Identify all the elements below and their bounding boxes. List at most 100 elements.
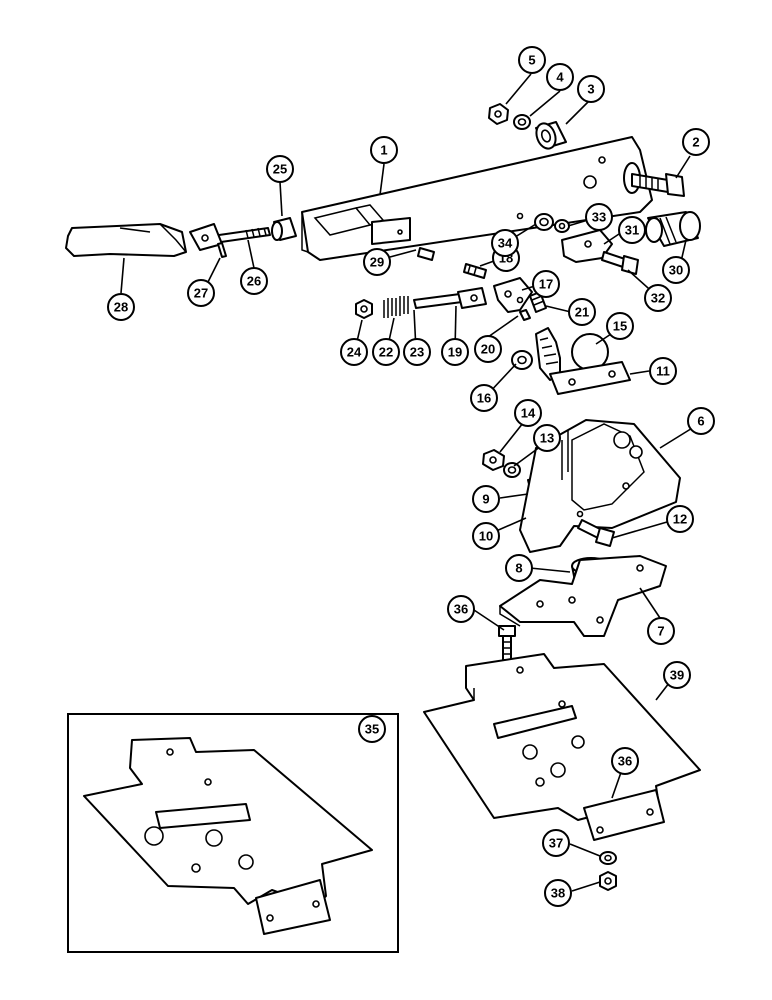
callout-33: 33 — [585, 203, 613, 231]
callout-36-upper: 36 — [447, 595, 475, 623]
callout-35: 35 — [358, 715, 386, 743]
callout-39: 39 — [663, 661, 691, 689]
bracket-6 — [519, 419, 681, 553]
bolt-2 — [631, 173, 685, 197]
callout-25: 25 — [266, 155, 294, 183]
svg-text:25: 25 — [273, 162, 287, 177]
svg-text:33: 33 — [592, 210, 606, 225]
inset-frame-35 — [67, 713, 399, 953]
washer-4 — [513, 114, 531, 130]
pin-29 — [417, 247, 435, 261]
washer-13 — [503, 462, 521, 478]
pivot-pin-30 — [645, 211, 701, 247]
svg-text:37: 37 — [549, 836, 563, 851]
svg-text:9: 9 — [482, 492, 489, 507]
bolt-32 — [601, 251, 639, 275]
callout-27: 27 — [187, 279, 215, 307]
handle-grip-28 — [65, 223, 187, 257]
svg-text:13: 13 — [540, 431, 554, 446]
callout-12: 12 — [666, 505, 694, 533]
svg-text:29: 29 — [370, 255, 384, 270]
callout-8: 8 — [505, 554, 533, 582]
svg-text:22: 22 — [379, 345, 393, 360]
callout-29: 29 — [363, 248, 391, 276]
callout-38: 38 — [544, 879, 572, 907]
callout-31: 31 — [618, 216, 646, 244]
svg-text:21: 21 — [575, 305, 589, 320]
washer-34 — [534, 213, 554, 231]
ratchet-sector-15 — [535, 327, 631, 395]
callout-17: 17 — [532, 270, 560, 298]
callout-24: 24 — [340, 338, 368, 366]
threaded-rod-23 — [413, 293, 463, 309]
callout-3: 3 — [577, 75, 605, 103]
spring-22 — [383, 296, 409, 318]
washer-16 — [511, 350, 533, 370]
callout-2: 2 — [682, 128, 710, 156]
callout-22: 22 — [372, 338, 400, 366]
svg-text:36: 36 — [454, 602, 468, 617]
svg-text:23: 23 — [410, 345, 424, 360]
callout-13: 13 — [533, 424, 561, 452]
svg-text:32: 32 — [651, 291, 665, 306]
svg-text:11: 11 — [656, 364, 670, 379]
svg-text:24: 24 — [347, 345, 362, 360]
callout-26: 26 — [240, 267, 268, 295]
svg-text:1: 1 — [380, 143, 387, 158]
svg-text:39: 39 — [670, 668, 684, 683]
svg-text:4: 4 — [556, 70, 564, 85]
callout-11: 11 — [649, 357, 677, 385]
bolt-36-upper — [498, 625, 516, 661]
svg-text:36: 36 — [618, 754, 632, 769]
svg-text:20: 20 — [481, 342, 495, 357]
svg-text:15: 15 — [613, 319, 627, 334]
svg-text:7: 7 — [657, 624, 664, 639]
clevis-19 — [457, 287, 487, 309]
callout-7: 7 — [647, 617, 675, 645]
pin-18 — [463, 263, 487, 279]
callout-15: 15 — [606, 312, 634, 340]
svg-text:28: 28 — [114, 300, 128, 315]
bushing-3 — [535, 121, 567, 150]
callout-19: 19 — [441, 338, 469, 366]
link-17 — [493, 277, 533, 313]
svg-text:12: 12 — [673, 512, 687, 527]
pin-27 — [217, 242, 227, 258]
nut-38 — [599, 871, 617, 891]
svg-text:26: 26 — [247, 274, 261, 289]
svg-text:14: 14 — [521, 406, 536, 421]
svg-text:34: 34 — [498, 236, 513, 251]
nut-33 — [554, 219, 570, 233]
svg-text:8: 8 — [515, 561, 522, 576]
nut-14 — [482, 449, 505, 471]
callout-21: 21 — [568, 298, 596, 326]
bolt-12 — [577, 519, 615, 547]
callout-34: 34 — [491, 229, 519, 257]
callout-6: 6 — [687, 407, 715, 435]
callout-32: 32 — [644, 284, 672, 312]
svg-text:31: 31 — [625, 223, 639, 238]
rod-26 — [189, 223, 271, 251]
svg-text:2: 2 — [692, 135, 699, 150]
svg-text:16: 16 — [477, 391, 491, 406]
nut-5 — [488, 103, 509, 125]
svg-text:30: 30 — [669, 263, 683, 278]
lever-arm — [301, 136, 653, 261]
callout-28: 28 — [107, 293, 135, 321]
svg-text:6: 6 — [697, 414, 704, 429]
svg-text:27: 27 — [194, 286, 208, 301]
callout-30: 30 — [662, 256, 690, 284]
callout-9: 9 — [472, 485, 500, 513]
svg-text:10: 10 — [479, 529, 493, 544]
svg-text:38: 38 — [551, 886, 565, 901]
inset-floor-plate-35 — [83, 737, 373, 935]
callout-20: 20 — [474, 335, 502, 363]
callout-23: 23 — [403, 338, 431, 366]
svg-text:19: 19 — [448, 345, 462, 360]
callout-5: 5 — [518, 46, 546, 74]
nut-24 — [355, 299, 373, 319]
svg-text:5: 5 — [528, 53, 535, 68]
callout-1: 1 — [370, 136, 398, 164]
callout-36-lower: 36 — [611, 747, 639, 775]
